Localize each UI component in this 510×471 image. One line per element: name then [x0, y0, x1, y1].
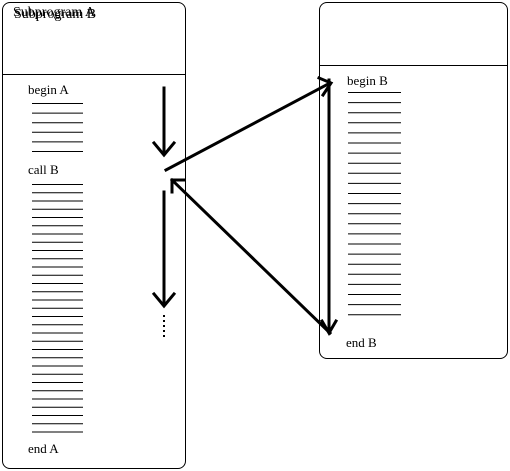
- flow-down-arrowhead-top: [151, 140, 177, 158]
- begin-b-label: begin B: [347, 73, 388, 88]
- subprogram-b-box: [319, 2, 508, 359]
- call-arrowhead: [317, 76, 334, 98]
- begin-a-label: begin A: [28, 82, 69, 97]
- return-arrowhead: [170, 178, 186, 194]
- subprogram-a-code-lines-bottom: [32, 184, 83, 433]
- flow-down-arrowhead-bottom: [151, 291, 177, 309]
- end-a-label: end A: [28, 441, 59, 456]
- call-b-label: call B: [28, 162, 59, 177]
- end-b-label: end B: [346, 335, 377, 350]
- subprogram-b-header-divider: [320, 65, 507, 66]
- subprogram-a-code-lines-top: [32, 103, 83, 152]
- return-arrow: [169, 177, 333, 336]
- call-arrow: [163, 80, 333, 173]
- subprogram-b-title: Subprogram B: [14, 7, 97, 22]
- vertical-dots-icon: [163, 315, 165, 337]
- subprogram-a-header-divider: [3, 74, 185, 75]
- subprogram-a-title: Subprogram A: [13, 5, 96, 20]
- subprogram-b-code-lines: [348, 92, 401, 316]
